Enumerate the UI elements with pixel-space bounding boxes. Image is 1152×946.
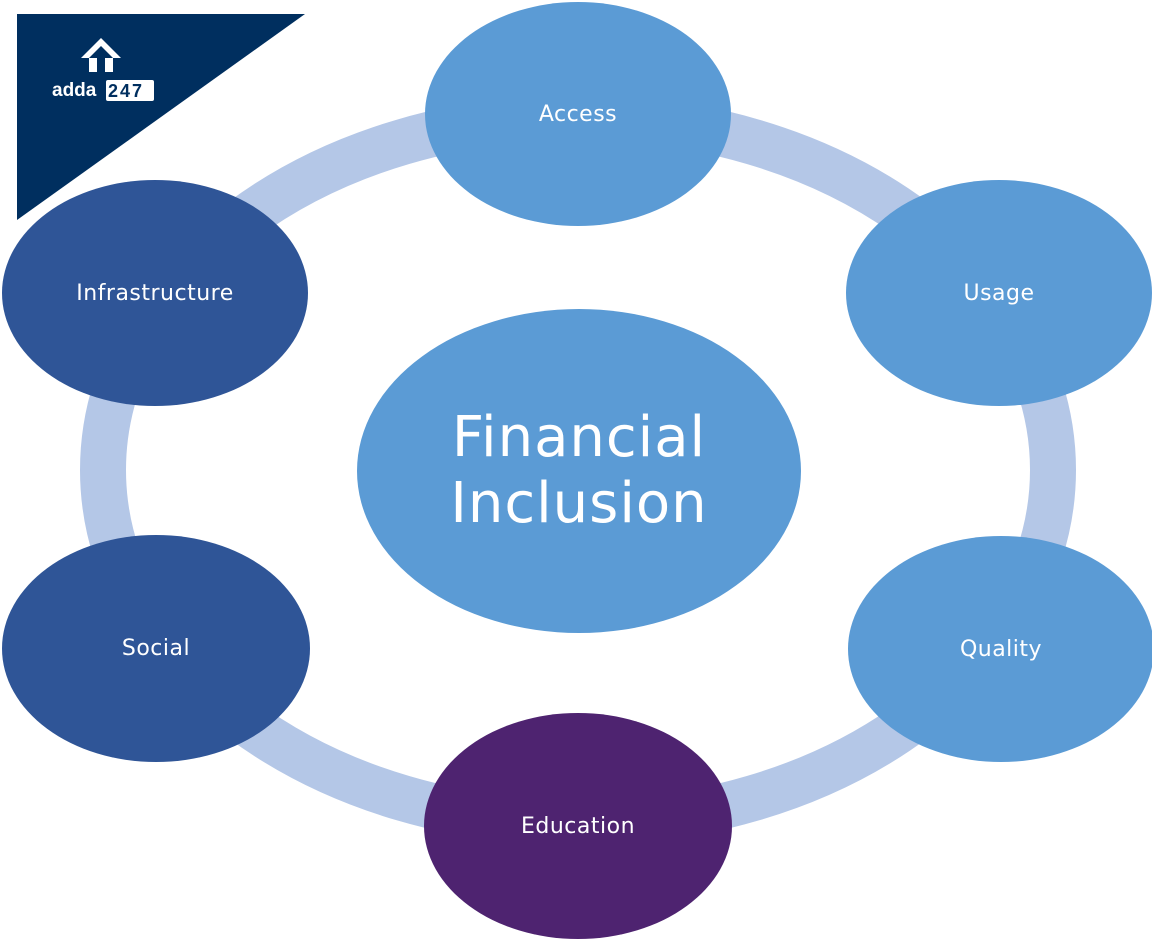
node-education: Education: [424, 713, 732, 939]
node-infrastructure: Infrastructure: [2, 180, 308, 406]
social-label: Social: [121, 636, 191, 661]
adda247-logo: adda 247: [17, 14, 305, 220]
node-access: Access: [425, 2, 731, 226]
node-quality: Quality: [848, 536, 1152, 762]
usage-label: Usage: [963, 280, 1035, 306]
logo-number-box: [106, 80, 154, 101]
logo-mark-icon: [81, 38, 121, 72]
node-center: Financial Inclusion: [357, 309, 801, 633]
center-label: Financial Inclusion: [450, 405, 708, 536]
node-usage: Usage: [846, 180, 1152, 406]
quality-label: Quality: [959, 636, 1043, 662]
logo-brand-text: adda: [52, 80, 97, 101]
education-label: Education: [520, 813, 636, 839]
infrastructure-label: Infrastructure: [76, 280, 234, 306]
access-label: Access: [538, 101, 618, 127]
logo-number-text: 247: [108, 81, 144, 101]
node-social: Social: [2, 535, 310, 762]
logo-background: [17, 14, 305, 220]
